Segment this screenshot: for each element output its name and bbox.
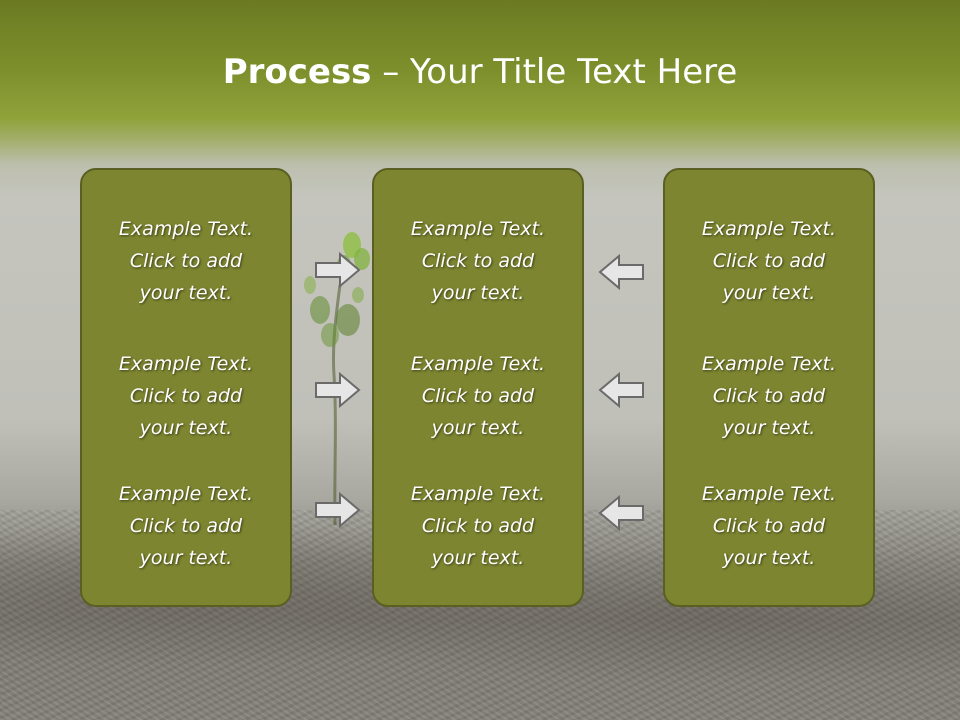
center-panel[interactable]: Example Text. Click to add your text. Ex… (372, 168, 584, 607)
slide-title[interactable]: Process – Your Title Text Here (0, 52, 960, 92)
arrow-left-icon (598, 371, 644, 409)
text-line: Example Text. (410, 218, 546, 240)
text-line: Click to add (421, 515, 535, 537)
arrow-left-icon (598, 253, 644, 291)
text-line: Click to add (421, 385, 535, 407)
text-placeholder[interactable]: Example Text. Click to add your text. (665, 478, 873, 574)
text-placeholder[interactable]: Example Text. Click to add your text. (82, 478, 290, 574)
text-line: your text. (139, 547, 233, 569)
arrow-right-icon (315, 371, 361, 409)
text-line: Example Text. (410, 483, 546, 505)
text-line: your text. (431, 282, 525, 304)
text-placeholder[interactable]: Example Text. Click to add your text. (374, 478, 582, 574)
text-line: Click to add (129, 515, 243, 537)
text-placeholder[interactable]: Example Text. Click to add your text. (82, 348, 290, 444)
text-line: your text. (139, 417, 233, 439)
text-placeholder[interactable]: Example Text. Click to add your text. (374, 213, 582, 309)
text-placeholder[interactable]: Example Text. Click to add your text. (665, 348, 873, 444)
arrow-right-icon (315, 491, 361, 529)
seedling-image (304, 232, 370, 525)
text-line: your text. (139, 282, 233, 304)
text-line: Example Text. (118, 218, 254, 240)
text-placeholder[interactable]: Example Text. Click to add your text. (665, 213, 873, 309)
text-line: Example Text. (701, 483, 837, 505)
text-line: Example Text. (410, 353, 546, 375)
text-placeholder[interactable]: Example Text. Click to add your text. (374, 348, 582, 444)
text-line: Click to add (421, 250, 535, 272)
arrow-right-icon (315, 251, 361, 289)
text-placeholder[interactable]: Example Text. Click to add your text. (82, 213, 290, 309)
text-line: your text. (431, 547, 525, 569)
text-line: your text. (722, 417, 816, 439)
text-line: Example Text. (118, 353, 254, 375)
text-line: Example Text. (118, 483, 254, 505)
text-line: Example Text. (701, 218, 837, 240)
left-panel[interactable]: Example Text. Click to add your text. Ex… (80, 168, 292, 607)
right-panel[interactable]: Example Text. Click to add your text. Ex… (663, 168, 875, 607)
text-line: your text. (431, 417, 525, 439)
text-line: Click to add (712, 250, 826, 272)
text-line: Click to add (712, 385, 826, 407)
title-rest: – Your Title Text Here (371, 52, 738, 92)
text-line: Click to add (712, 515, 826, 537)
text-line: Click to add (129, 385, 243, 407)
text-line: Example Text. (701, 353, 837, 375)
text-line: your text. (722, 282, 816, 304)
text-line: Click to add (129, 250, 243, 272)
title-bold: Process (222, 52, 372, 92)
arrow-left-icon (598, 494, 644, 532)
text-line: your text. (722, 547, 816, 569)
